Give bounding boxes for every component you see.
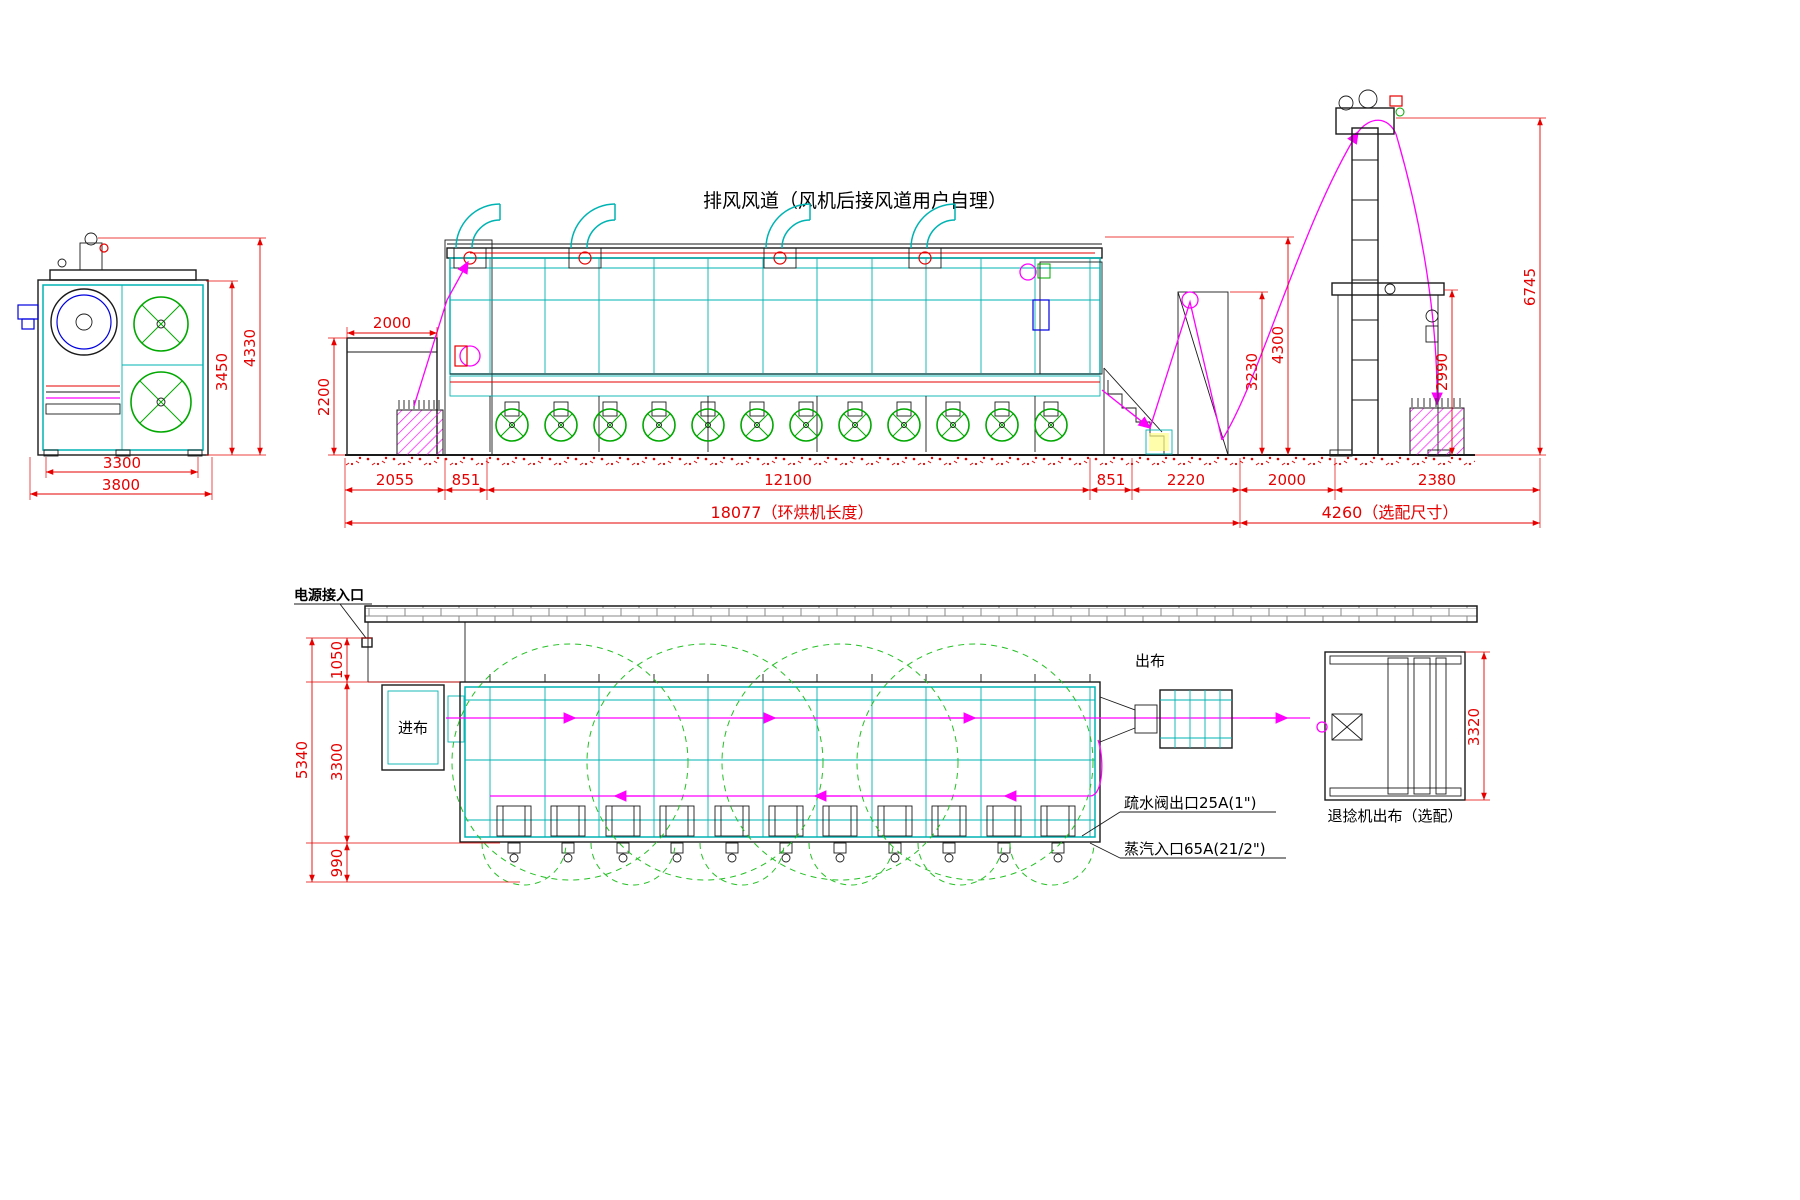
dim-12100: 12100	[764, 471, 812, 489]
fabric-in-label: 进布	[398, 719, 428, 737]
dim-2200: 2200	[315, 378, 333, 416]
steam-inlet-label: 蒸汽入口65A(21/2")	[1124, 840, 1266, 858]
dim-2055: 2055	[376, 471, 414, 489]
dim-851-left: 851	[452, 471, 481, 489]
dim-6745: 6745	[1521, 268, 1539, 306]
outfeed-plaiter-basket	[1409, 398, 1465, 456]
infeed-duct-plan	[447, 695, 465, 743]
dim-851-right: 851	[1097, 471, 1126, 489]
fabric-out-label: 出布	[1135, 652, 1165, 670]
untwister-out-label: 退捻机出布（选配）	[1327, 807, 1462, 825]
dim-3320: 3320	[1465, 708, 1483, 746]
end-fan-upper	[133, 296, 189, 352]
end-view	[17, 232, 209, 457]
infeed-cabinet	[346, 337, 438, 456]
dim-2380: 2380	[1418, 471, 1456, 489]
end-fan-lower	[130, 371, 192, 433]
cloth-path-plan	[446, 712, 1310, 802]
plan-view-dimensions: 1050 3300 990 5340 3320	[293, 637, 1490, 883]
side-view	[345, 89, 1475, 469]
dim-3800: 3800	[102, 476, 140, 494]
dryer-body-plan	[459, 674, 1101, 843]
dim-2000-right: 2000	[1268, 471, 1306, 489]
side-view-dimensions: 2000 2200 3230 4300 2990 6745 2055 851 1…	[315, 117, 1546, 528]
roof-exhaust-fans	[453, 203, 1051, 281]
end-exhaust-stack	[79, 242, 103, 271]
dim-3300-plan: 3300	[328, 743, 346, 781]
dim-990: 990	[328, 849, 346, 878]
infeed-plaiter-basket	[396, 400, 444, 456]
fabric-in-cart: 进布	[381, 684, 445, 771]
infeed-fan	[454, 345, 481, 367]
dim-1050: 1050	[328, 641, 346, 679]
exhaust-duct-note: 排风风道（风机后接风道用户自理）	[703, 190, 1007, 212]
wall	[364, 605, 1478, 623]
dim-18077-total: 18077（环烘机长度）	[711, 503, 874, 522]
dim-2220: 2220	[1167, 471, 1205, 489]
cloth-path-rise	[1221, 130, 1359, 441]
dim-4330: 4330	[241, 329, 259, 367]
cloth-path-scray	[1149, 299, 1223, 441]
dim-2990: 2990	[1433, 353, 1451, 391]
cloth-path-outfeed-1	[1101, 389, 1152, 429]
pipe-callouts: 疏水阀出口25A(1") 蒸汽入口65A(21/2")	[1081, 794, 1286, 859]
outfeed-motor	[1019, 263, 1037, 281]
cloth-path-infeed	[413, 260, 469, 407]
dim-5340: 5340	[293, 741, 311, 779]
ground-hatch	[345, 456, 1475, 469]
cloth-path-drop	[1395, 133, 1443, 406]
end-drum-large	[50, 288, 118, 356]
dim-3230: 3230	[1243, 353, 1261, 391]
drain-valve-label: 疏水阀出口25A(1")	[1124, 794, 1257, 812]
dim-3450: 3450	[213, 353, 231, 391]
power-inlet-label: 电源接入口	[294, 587, 364, 604]
dim-4260-optional: 4260（选配尺寸）	[1322, 503, 1459, 522]
dim-4300: 4300	[1269, 326, 1287, 364]
plan-view: 电源接入口 进布	[294, 587, 1478, 886]
dim-2000-infeed: 2000	[373, 314, 411, 332]
untwisting-machine-plan	[1316, 651, 1466, 801]
end-view-dimensions: 3450 4330 3300 3800	[29, 237, 266, 500]
outfeed-conveyor-plan: 出布	[1099, 652, 1233, 749]
dim-3300: 3300	[103, 454, 141, 472]
